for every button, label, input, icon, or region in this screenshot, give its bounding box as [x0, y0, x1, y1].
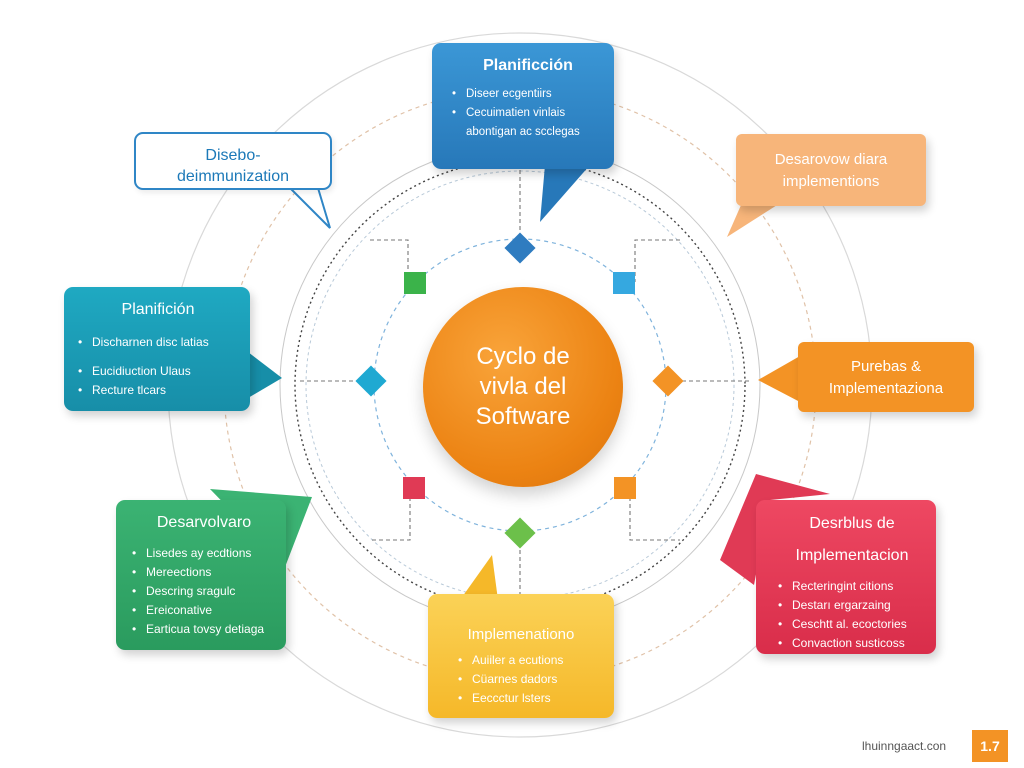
list-item: abontigan ac scclegas	[466, 126, 580, 138]
center-line-2: vivla del	[479, 373, 567, 400]
list-item: Diseer ecgentiirs	[452, 85, 604, 104]
desarrollo-top-callout: Desarovow diara implementions	[736, 134, 926, 206]
desplieg-line-2: Implementacion	[795, 547, 909, 564]
list-item: Recture tlcars	[78, 381, 238, 400]
desplieg-list: Recteringint citions Destarı ergarzaing …	[778, 577, 926, 653]
implement-list: Auiiler a ecutions Cüarnes dadors Eeccct…	[458, 651, 604, 708]
list-item: Recteringint citions	[778, 577, 926, 596]
list-item: Discharnen disc latias	[78, 333, 238, 352]
plan-top-list: Diseer ecgentiirs Cecuimatien vinlais ab…	[452, 85, 604, 142]
desarr-top-line-2: implementions	[782, 173, 880, 190]
pruebas-line-2: Implementaziona	[828, 380, 944, 397]
center-circle: Cyclo de vivla del Software	[423, 287, 623, 487]
planificacion-left-callout: Planifición Discharnen disc latias Eucid…	[64, 287, 250, 411]
desplieg-line-1: Desrblus de	[809, 515, 895, 532]
list-item: Convaction susticoss	[778, 634, 926, 653]
pruebas-line-1: Purebas &	[850, 358, 922, 375]
list-item: Ereiconative	[132, 601, 276, 620]
diamond-right-marker	[652, 365, 684, 397]
diamond-bottom-marker	[504, 517, 536, 549]
plan-top-title: Planificción	[483, 57, 573, 74]
ring-4	[294, 159, 746, 611]
pruebas-callout: Purebas & Implementaziona	[798, 342, 974, 412]
list-item: Eeccctur lsters	[458, 689, 604, 708]
desplieg-flag	[720, 474, 830, 585]
page-number-badge: 1.7	[972, 730, 1008, 762]
list-item: Descring sragulc	[132, 582, 276, 601]
desarrollo-left-callout: Desarvolvaro Lisedes ay ecdtions Mereect…	[116, 500, 286, 650]
plan-left-tail	[248, 352, 282, 398]
plan-left-list: Discharnen disc latias Eucidiuction Ulau…	[78, 333, 238, 400]
square-tl-marker	[404, 272, 426, 294]
despliegue-callout: Desrblus de Implementacion Recteringint …	[756, 500, 936, 654]
connector-tl	[370, 239, 409, 282]
pruebas-tail	[758, 356, 800, 402]
desarr-top-tail	[727, 196, 785, 237]
list-item: Auiiler a ecutions	[458, 651, 604, 670]
list-item: Cüarnes dadors	[458, 670, 604, 689]
diseno-line-2: deimmunization	[176, 168, 290, 185]
connector-tr	[634, 239, 680, 282]
diseno-tail	[287, 187, 331, 229]
diseno-callout: Disebo- deimmunization	[134, 132, 332, 190]
center-line-1: Cyclo de	[476, 343, 570, 370]
diseno-line-1: Disebo-	[205, 147, 261, 164]
plan-left-title: Planifición	[121, 301, 195, 318]
list-item: Cecuimatien vinlais	[452, 104, 604, 123]
square-tr-marker	[613, 272, 635, 294]
connector-br	[629, 490, 680, 541]
implement-title: Implemenationo	[467, 626, 575, 643]
planificacion-top-callout: Planificción Diseer ecgentiirs Cecuimati…	[432, 43, 614, 169]
implement-tail	[460, 555, 498, 600]
desarr-left-list: Lisedes ay ecdtions Mereections Descring…	[132, 544, 276, 639]
diamond-left-marker	[355, 365, 387, 397]
desarr-left-title: Desarvolvaro	[156, 514, 252, 531]
list-item: Ceschtt al. ecoctories	[778, 615, 926, 634]
list-item: Destarı ergarzaing	[778, 596, 926, 615]
square-br-marker	[614, 477, 636, 499]
connector-bl	[372, 490, 411, 541]
footer-source-text: lhuinngaact.con	[862, 739, 947, 753]
desarr-top-line-1: Desarovow diara	[774, 151, 888, 168]
center-line-3: Software	[475, 403, 571, 430]
list-item: Earticua tovsy detiaga	[132, 620, 276, 639]
square-bl-marker	[403, 477, 425, 499]
implementacion-callout: Implemenationo Auiiler a ecutions Cüarne…	[428, 594, 614, 718]
plan-top-tail	[540, 165, 590, 222]
list-item: Eucidiuction Ulaus	[78, 362, 238, 381]
diamond-top-marker	[504, 232, 536, 264]
list-item: Mereections	[132, 563, 276, 582]
list-item: Lisedes ay ecdtions	[132, 544, 276, 563]
